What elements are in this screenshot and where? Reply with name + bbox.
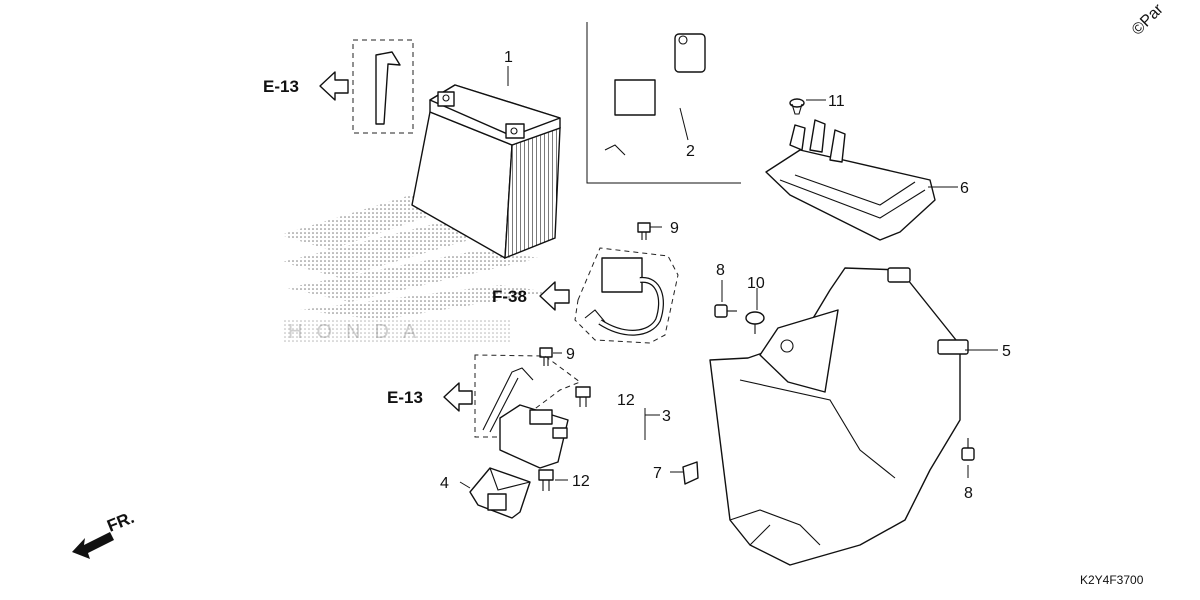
callout-12-bottom: 12 xyxy=(572,473,590,490)
callout-10: 10 xyxy=(747,275,765,292)
callout-8-top: 8 xyxy=(716,262,725,279)
callout-9-middle: 9 xyxy=(566,346,575,363)
bolt-8-top xyxy=(714,304,737,318)
clip xyxy=(789,98,805,115)
callout-5: 5 xyxy=(1002,343,1011,360)
left-arrow-icon xyxy=(539,281,570,311)
nut-7 xyxy=(682,461,699,485)
left-arrow-icon xyxy=(443,382,473,412)
callout-12-top: 12 xyxy=(617,392,635,409)
front-direction: FR. xyxy=(72,508,137,559)
harness xyxy=(584,257,664,336)
bolt-9-top xyxy=(637,222,651,240)
starter-relay xyxy=(499,404,569,469)
relay-bracket xyxy=(482,367,534,433)
dashed-group-strap-top xyxy=(352,39,414,134)
callout-11: 11 xyxy=(828,93,845,110)
ref-e13-bottom[interactable]: E-13 xyxy=(387,382,473,412)
callout-8-right: 8 xyxy=(964,485,973,502)
dashed-group-harness xyxy=(574,247,679,344)
callout-4: 4 xyxy=(440,475,449,492)
watermark-text: HONDA xyxy=(288,321,430,343)
ref-e13-bottom-label: E-13 xyxy=(387,388,423,407)
front-arrow-icon xyxy=(72,532,114,559)
ref-e13-top[interactable]: E-13 xyxy=(263,71,349,101)
ref-f38[interactable]: F-38 xyxy=(492,281,570,311)
bolt-8-right xyxy=(961,438,975,461)
fuse-12-top xyxy=(575,386,591,407)
copyright-mark: ©Par xyxy=(1129,0,1167,38)
battery-strap xyxy=(375,51,401,125)
callout-7: 7 xyxy=(653,465,662,482)
callout-3: 3 xyxy=(662,408,671,425)
callout-9-top: 9 xyxy=(670,220,679,237)
fuse-12-bottom xyxy=(538,469,554,491)
battery-cable xyxy=(604,33,706,160)
battery-box xyxy=(709,267,969,566)
left-arrow-icon xyxy=(319,71,349,101)
front-label: FR. xyxy=(104,508,137,536)
callout-2: 2 xyxy=(686,143,695,160)
callout-1: 1 xyxy=(504,49,513,66)
section-divider xyxy=(586,22,741,184)
fuse-box xyxy=(469,467,531,519)
ref-f38-label: F-38 xyxy=(492,287,527,306)
battery-tray xyxy=(765,119,936,241)
diagram-code: K2Y4F3700 xyxy=(1080,573,1144,587)
screw-10 xyxy=(745,311,765,334)
callout-6: 6 xyxy=(960,180,969,197)
leader-lines xyxy=(459,66,998,489)
ref-e13-top-label: E-13 xyxy=(263,77,299,96)
battery xyxy=(411,84,561,260)
